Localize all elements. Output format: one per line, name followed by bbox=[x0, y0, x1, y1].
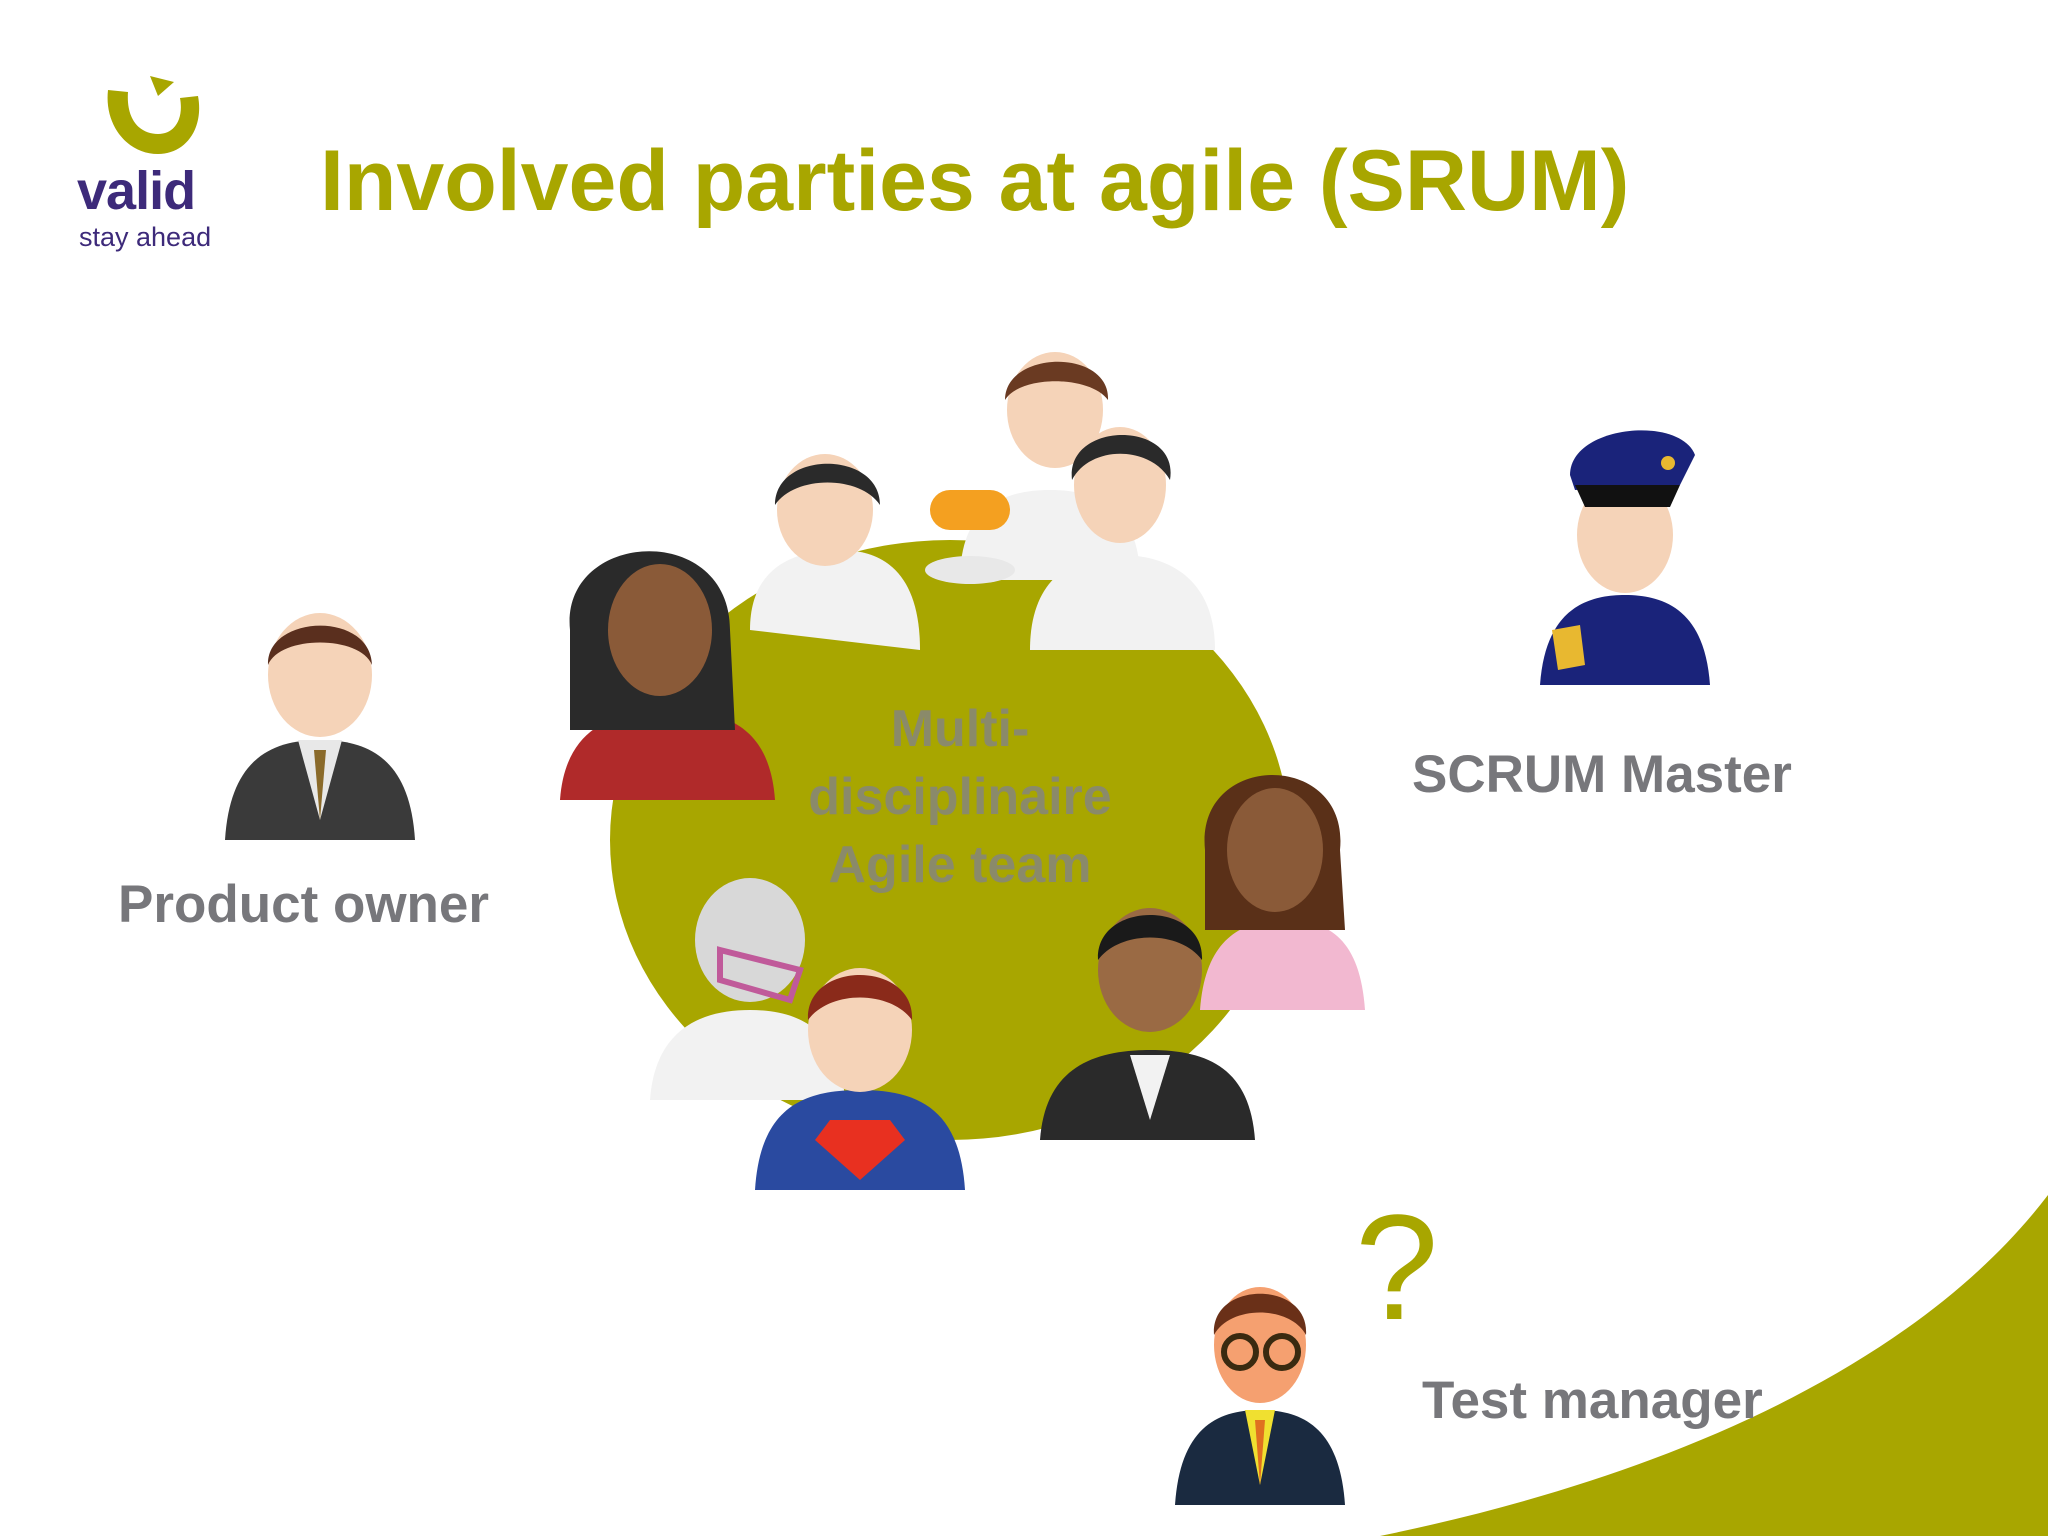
team-label: Multi- disciplinaire Agile team bbox=[780, 695, 1140, 899]
team-label-line1: Multi- bbox=[890, 700, 1030, 758]
test-manager-avatar-icon bbox=[1175, 1287, 1345, 1505]
question-mark: ? bbox=[1355, 1183, 1439, 1351]
valid-logo bbox=[60, 70, 240, 260]
team-member-avatars-icon bbox=[560, 352, 1365, 1190]
logo-mark-icon bbox=[107, 76, 200, 154]
page-title: Involved parties at agile (SRUM) bbox=[320, 133, 1630, 229]
product-owner-avatar-icon bbox=[225, 613, 415, 840]
team-label-line2: disciplinaire bbox=[808, 768, 1112, 826]
logo-wordmark: valid bbox=[77, 161, 196, 221]
team-label-line3: Agile team bbox=[828, 836, 1092, 894]
logo-tagline: stay ahead bbox=[79, 222, 212, 252]
scrum-master-label: SCRUM Master bbox=[1412, 745, 1792, 804]
test-manager-label: Test manager bbox=[1422, 1371, 1763, 1430]
product-owner-label: Product owner bbox=[118, 875, 490, 934]
scrum-master-police-avatar-icon bbox=[1540, 430, 1710, 685]
